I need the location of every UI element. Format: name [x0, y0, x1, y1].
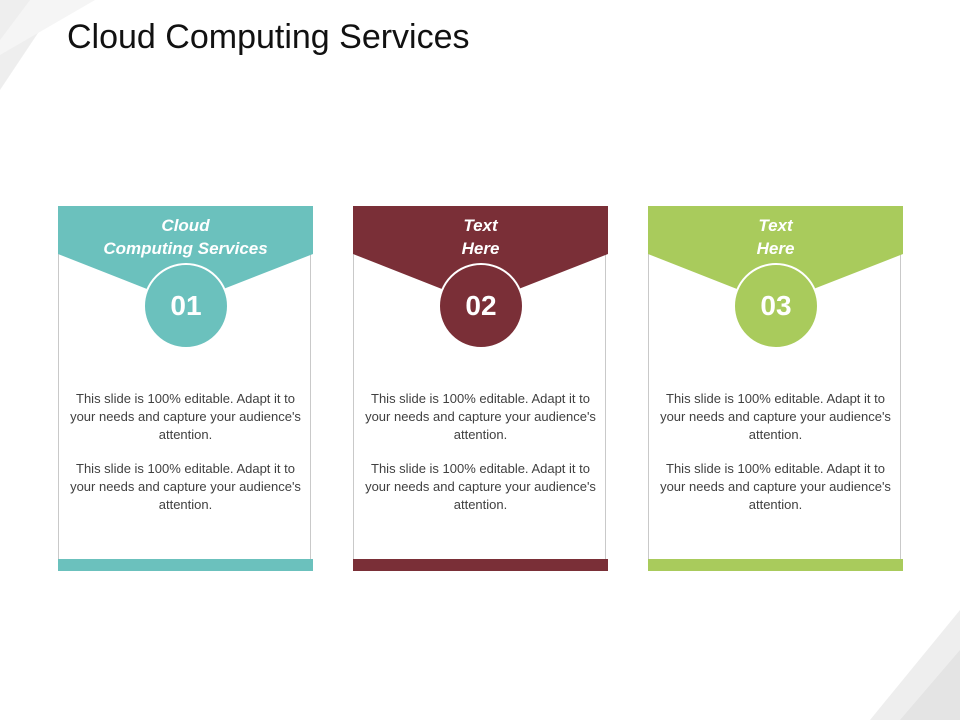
card-bottom-bar [648, 559, 903, 571]
card-paragraph-1: This slide is 100% editable. Adapt it to… [70, 391, 301, 442]
number-badge: 02 [438, 263, 524, 349]
page-title: Cloud Computing Services [67, 18, 470, 56]
number-badge: 03 [733, 263, 819, 349]
card-bottom-bar [353, 559, 608, 571]
card-bottom-bar [58, 559, 313, 571]
card-1: Cloud Computing Services 01 This slide i… [58, 206, 313, 571]
card-paragraph-2: This slide is 100% editable. Adapt it to… [365, 461, 596, 512]
card-header-banner: Cloud Computing Services [58, 206, 313, 306]
card-paragraph-2: This slide is 100% editable. Adapt it to… [70, 461, 301, 512]
card-2: Text Here 02 This slide is 100% editable… [353, 206, 608, 571]
card-heading: Text Here [461, 216, 500, 258]
card-heading: Text Here [756, 216, 795, 258]
number-badge: 01 [143, 263, 229, 349]
card-header-banner: Text Here [353, 206, 608, 306]
card-header-banner: Text Here [648, 206, 903, 306]
card-paragraph-1: This slide is 100% editable. Adapt it to… [660, 391, 891, 442]
card-paragraph-1: This slide is 100% editable. Adapt it to… [365, 391, 596, 442]
card-paragraph-2: This slide is 100% editable. Adapt it to… [660, 461, 891, 512]
card-heading: Cloud Computing Services [103, 216, 268, 258]
card-3: Text Here 03 This slide is 100% editable… [648, 206, 903, 571]
